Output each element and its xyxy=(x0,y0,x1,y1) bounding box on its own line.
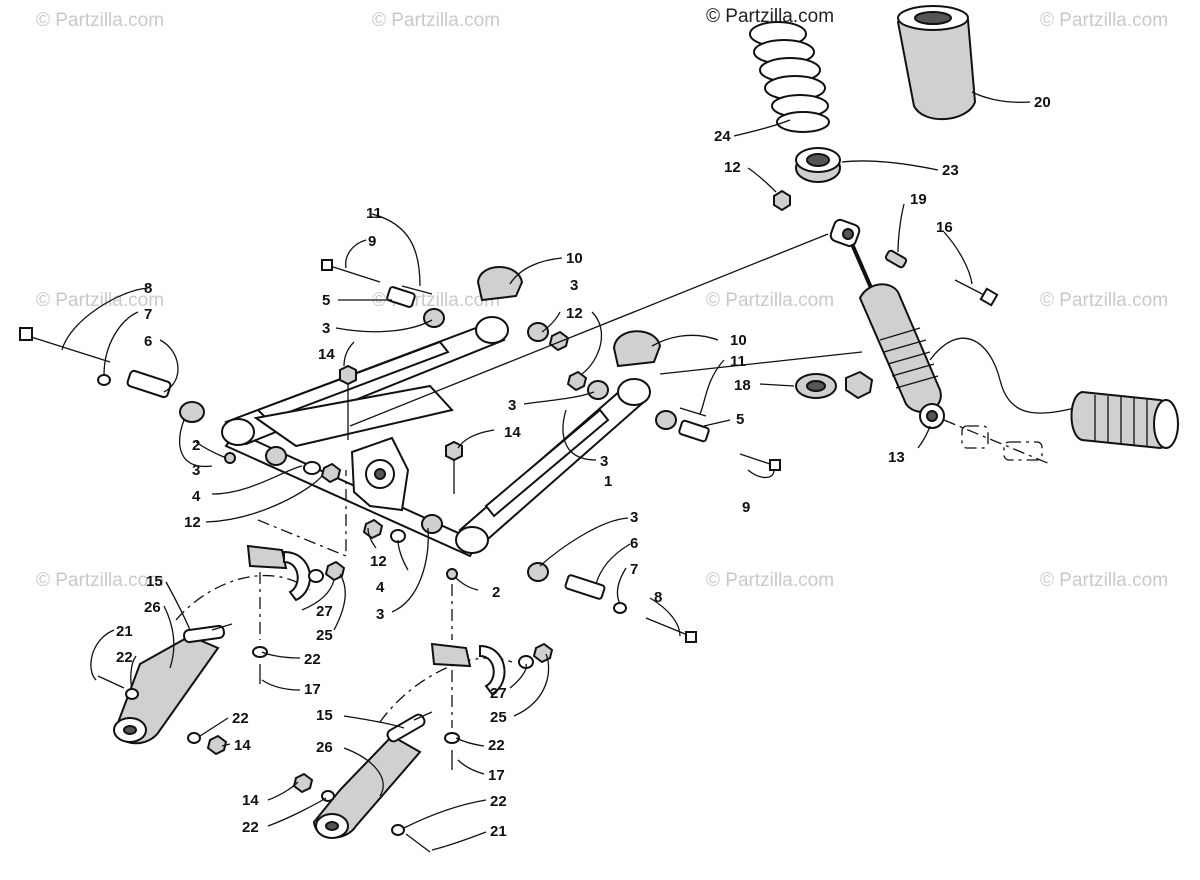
callout-label: 8 xyxy=(144,280,152,297)
callout-label: 6 xyxy=(144,333,152,350)
reference-line xyxy=(257,470,347,557)
watermark: © Partzilla.com xyxy=(706,570,834,591)
callout-label: 6 xyxy=(630,535,638,552)
watermark: © Partzilla.com xyxy=(36,10,164,31)
callout-label: 7 xyxy=(630,561,638,578)
callout-label: 3 xyxy=(600,453,608,470)
callout-label: 22 xyxy=(242,819,259,836)
shock-body xyxy=(858,283,945,429)
spring xyxy=(749,21,830,133)
callout-label: 14 xyxy=(234,737,251,754)
watermarks: © Partzilla.com © Partzilla.com © Partzi… xyxy=(36,6,1168,591)
callout-label: 20 xyxy=(1034,94,1051,111)
shock-rod xyxy=(850,243,874,291)
watermark: © Partzilla.com xyxy=(36,570,164,591)
footrest-left xyxy=(97,544,346,756)
shock-bushing xyxy=(884,249,908,269)
callout-label: 10 xyxy=(730,332,747,349)
callout-label: 13 xyxy=(888,449,905,466)
callout-label: 25 xyxy=(316,627,333,644)
watermark: © Partzilla.com xyxy=(706,6,834,27)
shock-absorber-assembly xyxy=(749,5,1179,465)
swing-arm-frame xyxy=(221,266,662,558)
callout-label: 5 xyxy=(322,292,330,309)
callout-label: 27 xyxy=(316,603,333,620)
callout-label: 11 xyxy=(366,205,382,222)
callout-label: 7 xyxy=(144,306,152,323)
callout-label: 24 xyxy=(714,128,731,145)
callout-label: 14 xyxy=(242,792,259,809)
callout-label: 22 xyxy=(304,651,321,668)
callout-label: 21 xyxy=(490,823,507,840)
callout-label: 14 xyxy=(318,346,335,363)
callout-label: 8 xyxy=(654,589,662,606)
watermark: © Partzilla.com xyxy=(1040,570,1168,591)
shock-spacer xyxy=(795,370,874,400)
callout-label: 26 xyxy=(316,739,333,756)
callout-label: 3 xyxy=(630,509,638,526)
footrest-right xyxy=(292,584,554,853)
callout-label: 15 xyxy=(146,573,163,590)
callout-label: 25 xyxy=(490,709,507,726)
callout-label: 11 xyxy=(730,353,746,370)
shock-bolt xyxy=(954,279,999,307)
watermark: © Partzilla.com xyxy=(706,290,834,311)
callout-label: 3 xyxy=(570,277,578,294)
callout-labels: 8 7 6 11 9 5 3 14 10 3 12 10 11 3 5 14 3… xyxy=(116,94,1051,840)
callout-label: 12 xyxy=(184,514,201,531)
guard-plate xyxy=(476,266,524,302)
callout-label: 26 xyxy=(144,599,161,616)
callout-label: 27 xyxy=(490,685,507,702)
watermark: © Partzilla.com xyxy=(372,10,500,31)
callout-label: 2 xyxy=(492,584,500,601)
callout-label: 15 xyxy=(316,707,333,724)
shock-boot xyxy=(896,5,977,120)
callout-label: 16 xyxy=(936,219,953,236)
callout-label: 22 xyxy=(116,649,133,666)
reservoir xyxy=(1070,390,1179,450)
watermark: © Partzilla.com xyxy=(1040,10,1168,31)
callout-label: 3 xyxy=(508,397,516,414)
shock-nut xyxy=(773,189,791,212)
callout-label: 19 xyxy=(910,191,927,208)
callout-label: 12 xyxy=(370,553,387,570)
callout-label: 2 xyxy=(192,437,200,454)
lower-mount-ghost xyxy=(943,419,1051,465)
callout-label: 17 xyxy=(488,767,505,784)
watermark: © Partzilla.com xyxy=(1040,290,1168,311)
callout-label: 9 xyxy=(368,233,376,250)
frame-hardware xyxy=(19,233,863,643)
guard-plate xyxy=(612,330,662,368)
callout-label: 22 xyxy=(232,710,249,727)
watermark: © Partzilla.com xyxy=(36,290,164,311)
callout-label: 5 xyxy=(736,411,744,428)
leader-lines xyxy=(61,91,1031,851)
callout-label: 3 xyxy=(192,462,200,479)
reservoir-hose xyxy=(929,337,1091,414)
callout-label: 10 xyxy=(566,250,583,267)
callout-label: 4 xyxy=(192,488,201,505)
callout-label: 14 xyxy=(504,424,521,441)
callout-label: 1 xyxy=(604,473,612,490)
spring-collar xyxy=(795,147,841,183)
callout-label: 21 xyxy=(116,623,133,640)
callout-label: 3 xyxy=(322,320,330,337)
shock-upper-eyelet xyxy=(829,218,861,248)
callout-label: 22 xyxy=(490,793,507,810)
callout-label: 3 xyxy=(376,606,384,623)
callout-label: 9 xyxy=(742,499,750,516)
callout-label: 23 xyxy=(942,162,959,179)
callout-label: 22 xyxy=(488,737,505,754)
callout-label: 12 xyxy=(566,305,583,322)
callout-label: 18 xyxy=(734,377,751,394)
callout-label: 17 xyxy=(304,681,321,698)
callout-label: 4 xyxy=(376,579,385,596)
callout-label: 12 xyxy=(724,159,741,176)
